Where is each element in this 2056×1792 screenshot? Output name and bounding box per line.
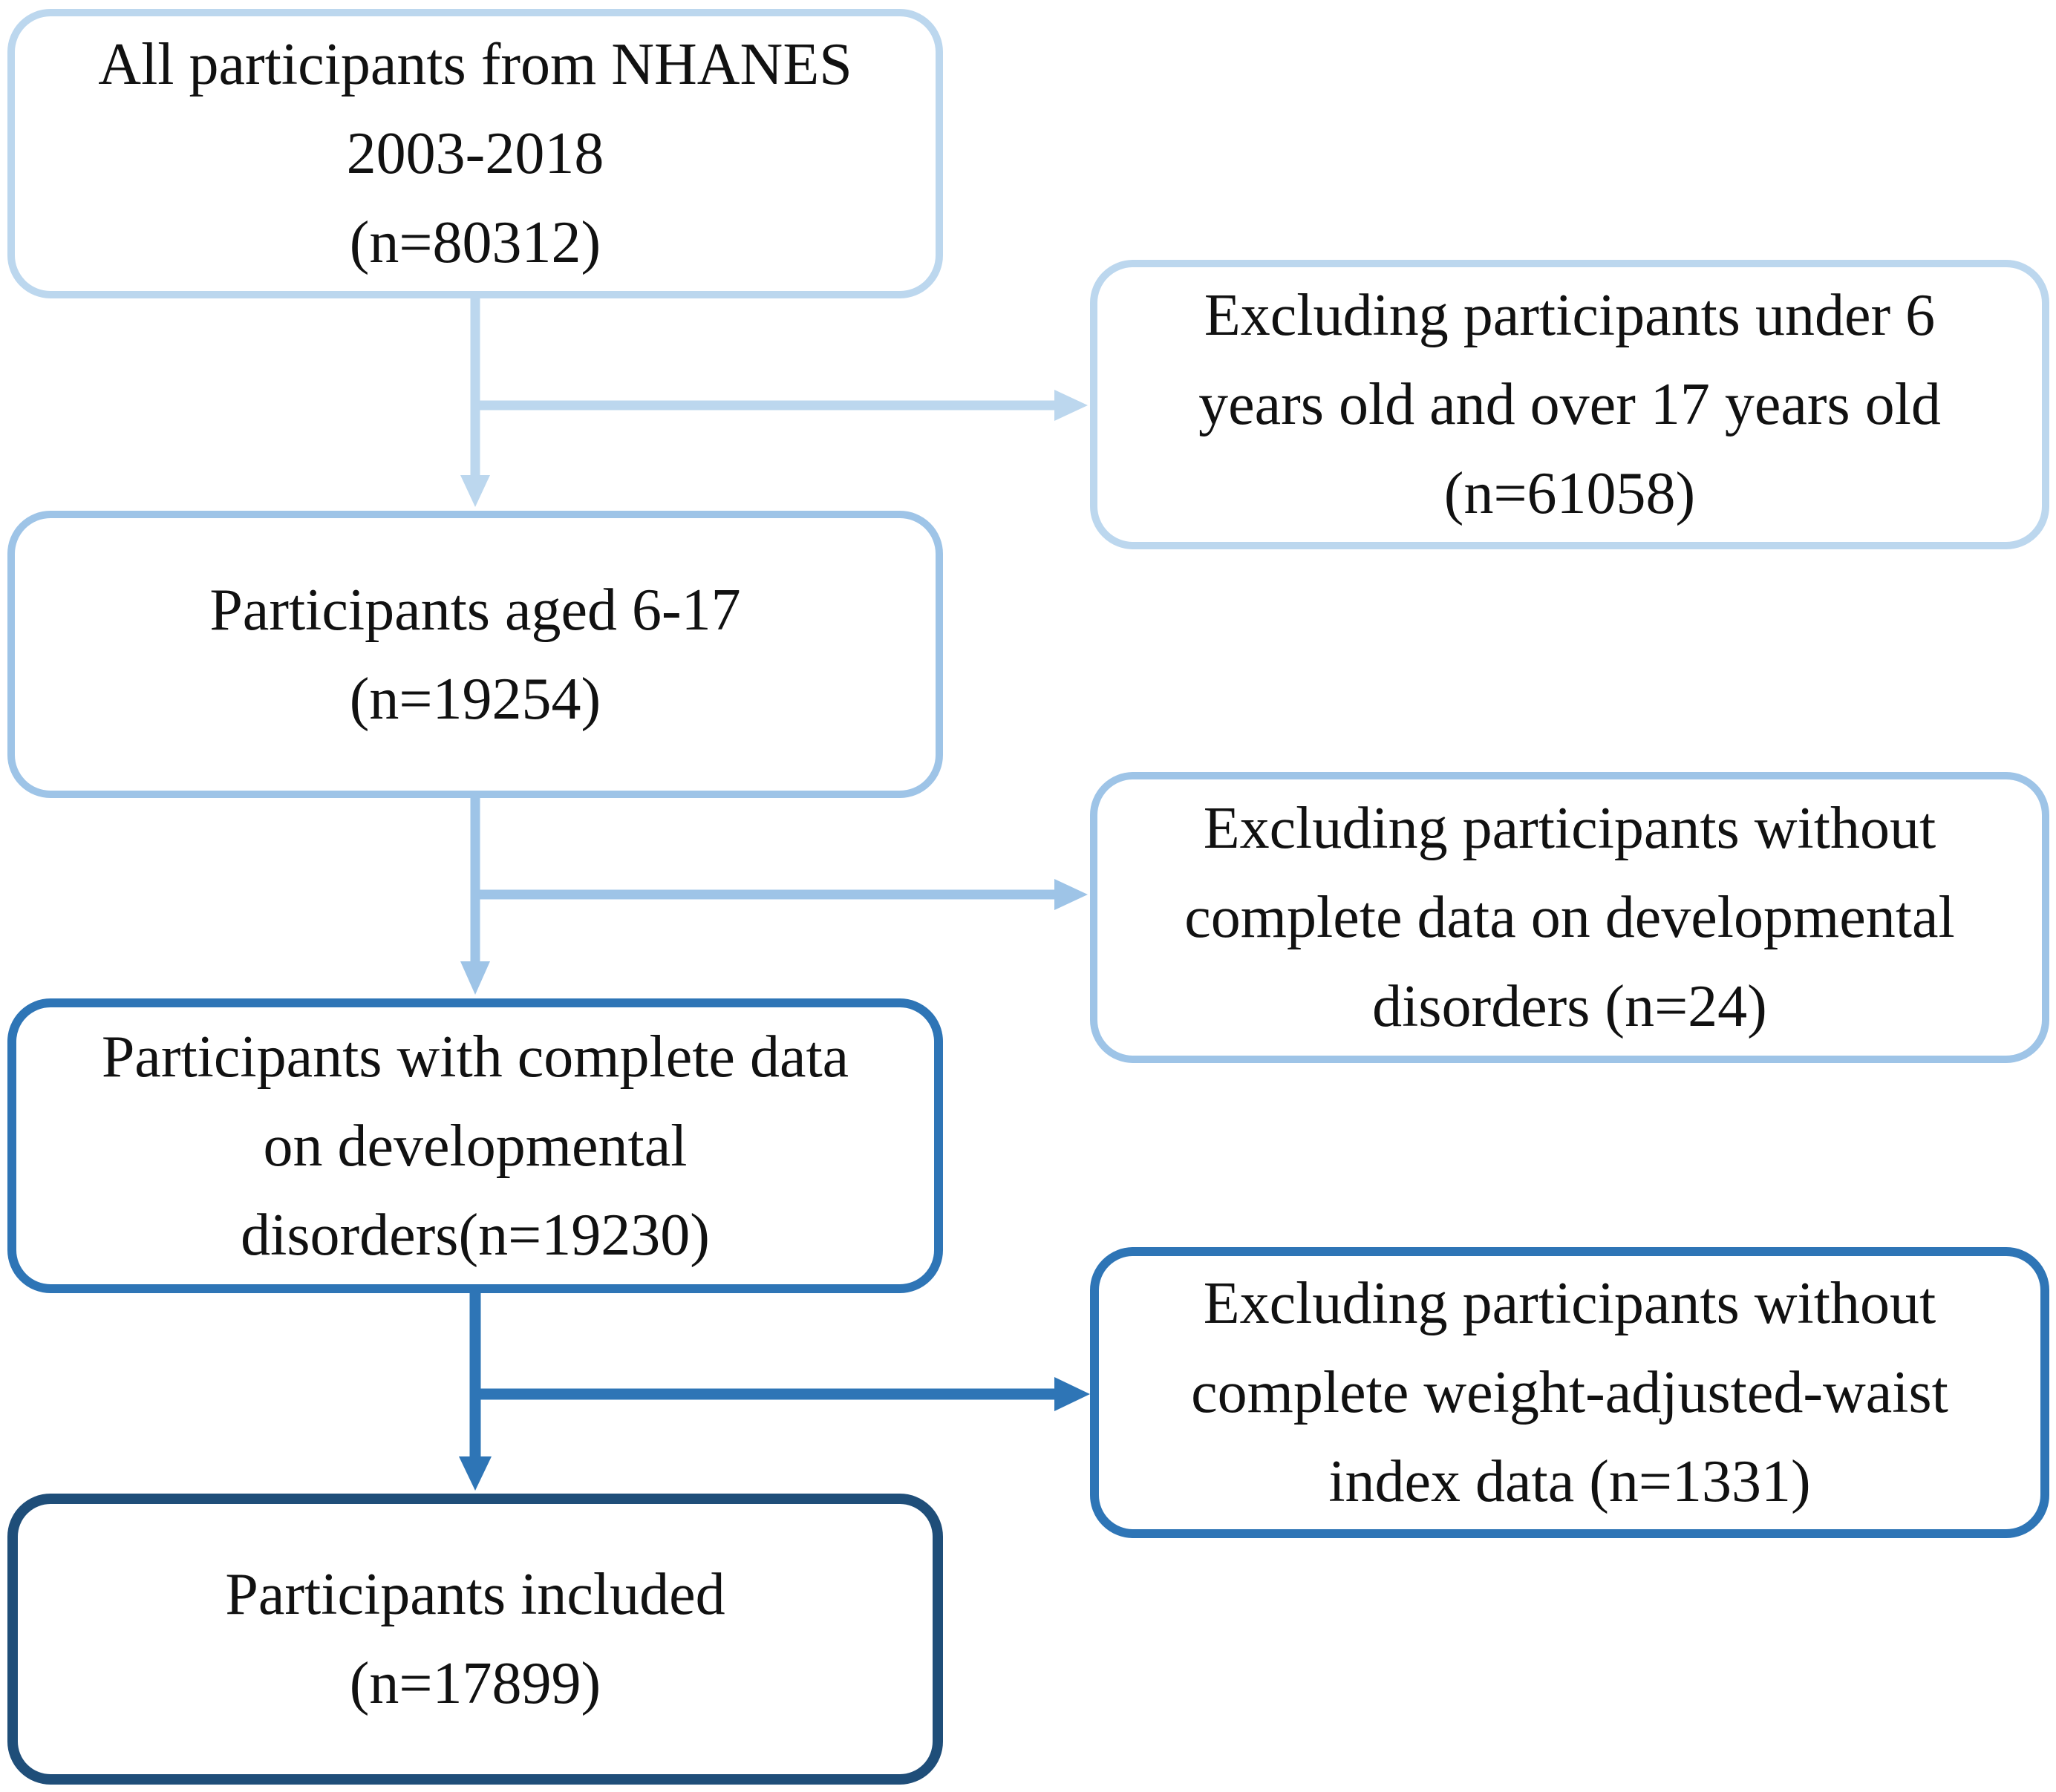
flow-arrow-1-head — [460, 475, 490, 507]
step-box-participants-included: Participants included (n=17899) — [7, 1494, 943, 1785]
step-1-line-3: (n=80312) — [349, 210, 601, 275]
step-4-line-2: (n=17899) — [349, 1651, 601, 1716]
step-box-aged-6-17: Participants aged 6-17 (n=19254) — [7, 511, 943, 798]
exclusion-1-line-2: years old and over 17 years old — [1198, 372, 1941, 437]
branch-arrow-3-head — [1054, 1377, 1090, 1411]
step-1-line-2: 2003-2018 — [346, 121, 604, 186]
exclusion-2-line-1: Excluding participants without — [1203, 796, 1936, 861]
step-3-line-3: disorders(n=19230) — [241, 1202, 710, 1268]
step-3-line-1: Participants with complete data — [101, 1024, 849, 1090]
exclusion-box-age: Excluding participants under 6 years old… — [1090, 260, 2049, 549]
exclusion-3-line-2: complete weight-adjusted-waist — [1191, 1360, 1948, 1425]
flow-arrow-3-head — [459, 1456, 492, 1491]
exclusion-3-line-1: Excluding participants without — [1203, 1271, 1936, 1336]
step-3-line-2: on developmental — [263, 1113, 688, 1179]
flow-arrow-2-head — [460, 961, 490, 995]
branch-arrow-1-head — [1054, 390, 1088, 421]
step-1-line-1: All participants from NHANES — [98, 32, 852, 97]
step-4-line-1: Participants included — [225, 1562, 725, 1627]
exclusion-1-line-3: (n=61058) — [1443, 461, 1696, 526]
exclusion-3-line-3: index data (n=1331) — [1328, 1449, 1811, 1514]
step-box-complete-developmental-data: Participants with complete data on devel… — [7, 998, 943, 1293]
step-2-line-2: (n=19254) — [349, 666, 601, 732]
exclusion-2-line-3: disorders (n=24) — [1372, 974, 1767, 1039]
exclusion-box-waist-index-data: Excluding participants without complete … — [1090, 1247, 2049, 1538]
exclusion-1-line-1: Excluding participants under 6 — [1204, 283, 1936, 348]
step-2-line-1: Participants aged 6-17 — [209, 577, 741, 643]
exclusion-box-developmental-data: Excluding participants without complete … — [1090, 772, 2049, 1063]
step-box-all-participants: All participants from NHANES 2003-2018 (… — [7, 9, 943, 298]
branch-arrow-2-head — [1054, 879, 1088, 910]
exclusion-2-line-2: complete data on developmental — [1184, 885, 1955, 950]
